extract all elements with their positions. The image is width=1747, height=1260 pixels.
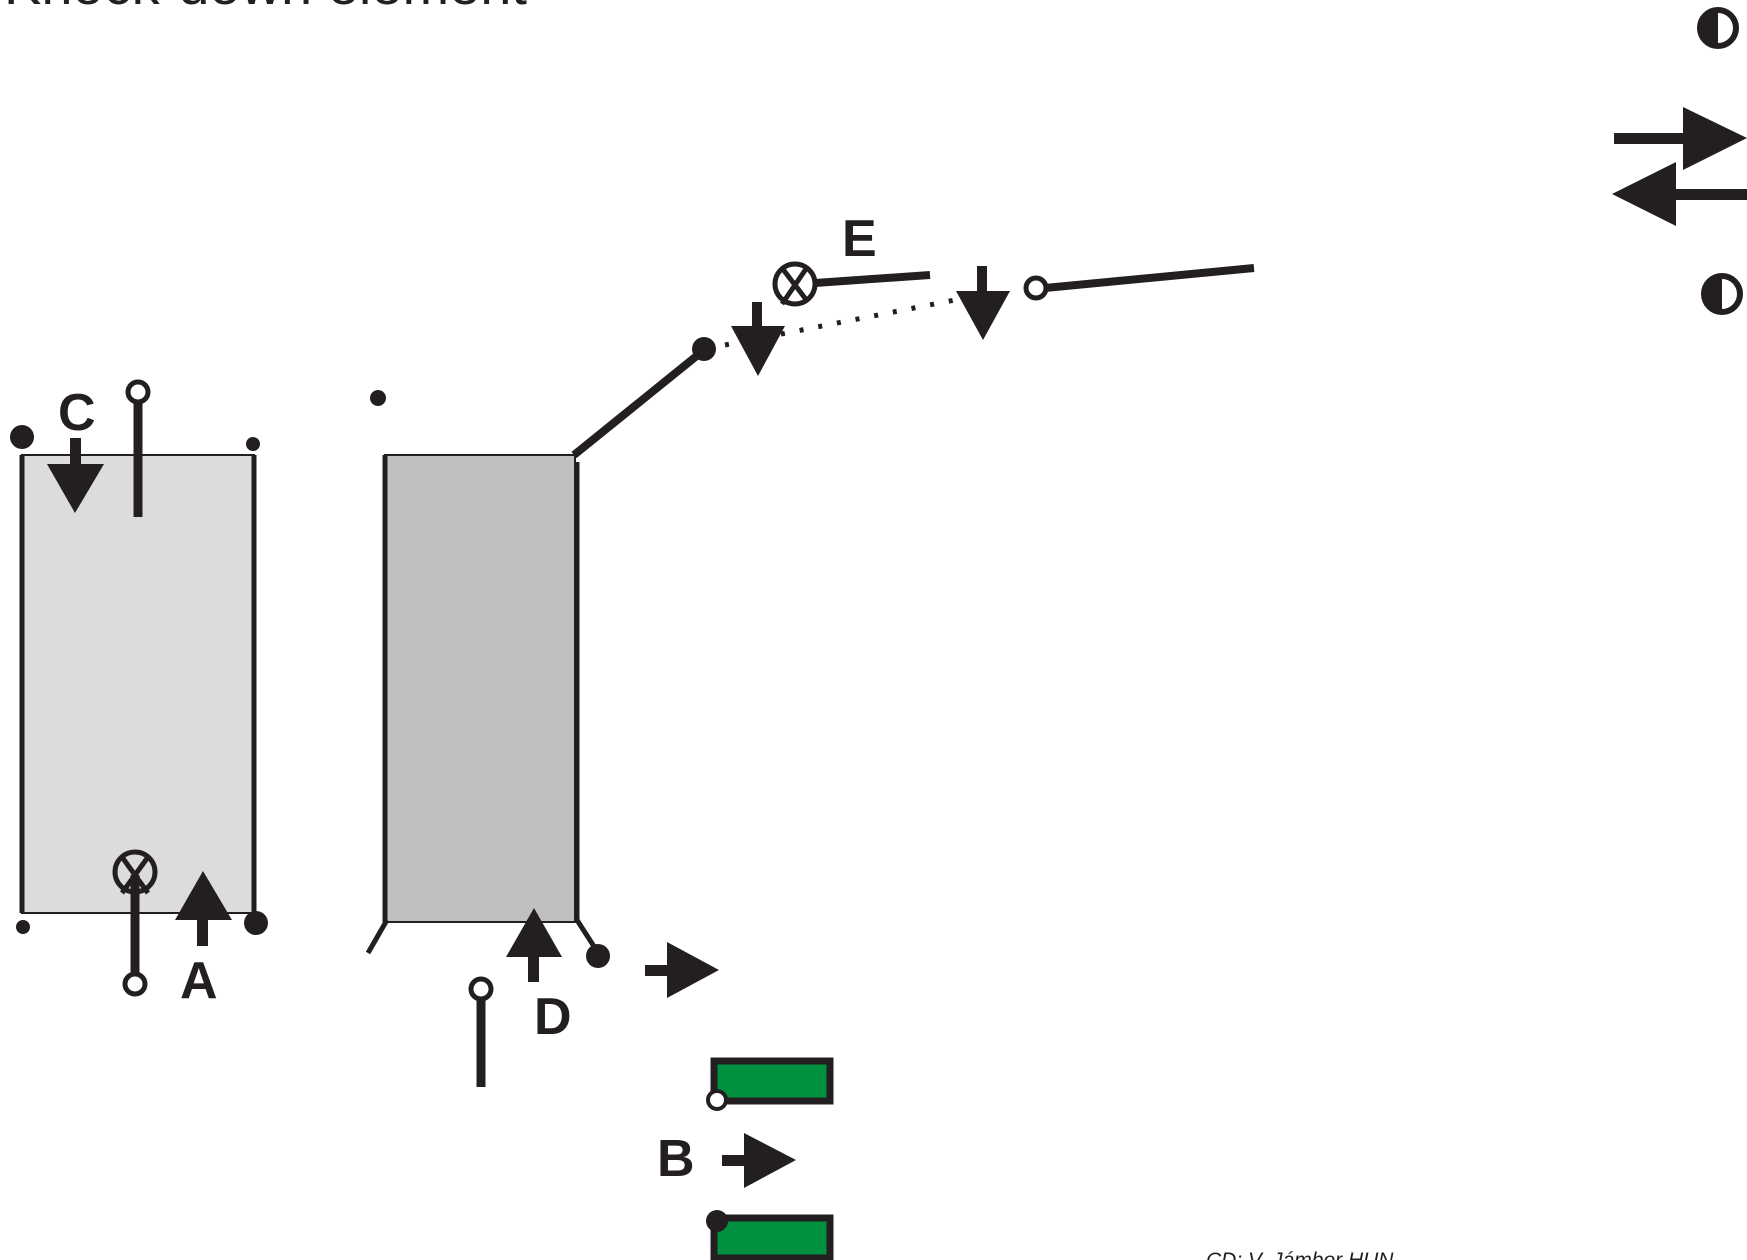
post-dot	[244, 911, 268, 935]
arrow-down-icon	[47, 438, 104, 513]
credit-text: CD: V. Jámbor HUN	[1206, 1249, 1394, 1260]
arrow-up-icon	[175, 871, 232, 946]
half-circle-left-icon	[1697, 7, 1739, 49]
label-e: E	[842, 210, 877, 268]
panel-dark	[382, 454, 580, 923]
cross-circle-symbol	[772, 261, 931, 307]
arrow-down-icon	[956, 266, 1010, 340]
post-dot	[586, 944, 610, 968]
post-dot	[370, 390, 386, 406]
arrow-down-icon	[731, 302, 785, 376]
diagram-title: Knock-down element	[4, 0, 527, 16]
pole-symbol	[1023, 264, 1255, 301]
arrow-up-icon	[506, 908, 562, 982]
post-dot	[692, 337, 716, 361]
label-d: D	[534, 988, 572, 1046]
arrow-right-icon	[645, 942, 719, 998]
panel-leg	[365, 918, 390, 955]
green-unit-bottom	[706, 1210, 834, 1260]
arrow-right-icon	[722, 1133, 796, 1188]
label-b: B	[657, 1130, 695, 1188]
post-dot	[246, 437, 260, 451]
two-way-arrows-icon	[1612, 107, 1747, 226]
pole-symbol	[468, 976, 494, 1087]
fallen-panel-edge	[571, 346, 707, 459]
half-circle-right-icon	[1701, 273, 1743, 315]
label-c: C	[58, 384, 96, 442]
label-a: A	[180, 952, 218, 1010]
panel-leg	[574, 918, 598, 950]
pole-symbol	[125, 379, 151, 517]
cross-circle-symbol	[112, 849, 158, 997]
green-unit-top	[706, 1057, 834, 1111]
post-dot	[10, 425, 34, 449]
panel-light	[19, 454, 257, 914]
post-dot	[16, 920, 30, 934]
